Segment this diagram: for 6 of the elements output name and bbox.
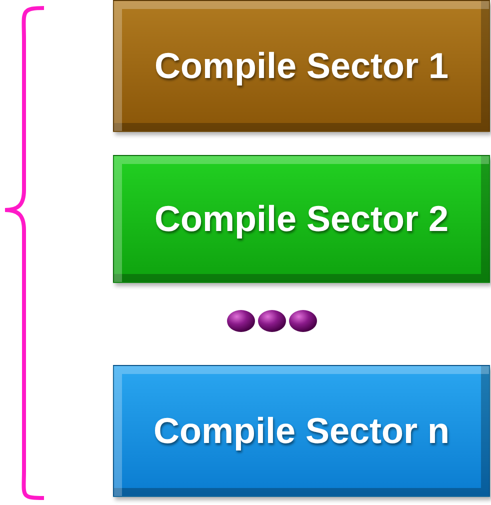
- process-box: [113, 0, 490, 132]
- node-label: Compile Sector n: [153, 410, 450, 452]
- process-box: [113, 365, 490, 497]
- node-label: Compile Sector 2: [154, 198, 449, 240]
- process-box: [113, 155, 490, 283]
- node-label: Compile Sector 1: [154, 45, 449, 87]
